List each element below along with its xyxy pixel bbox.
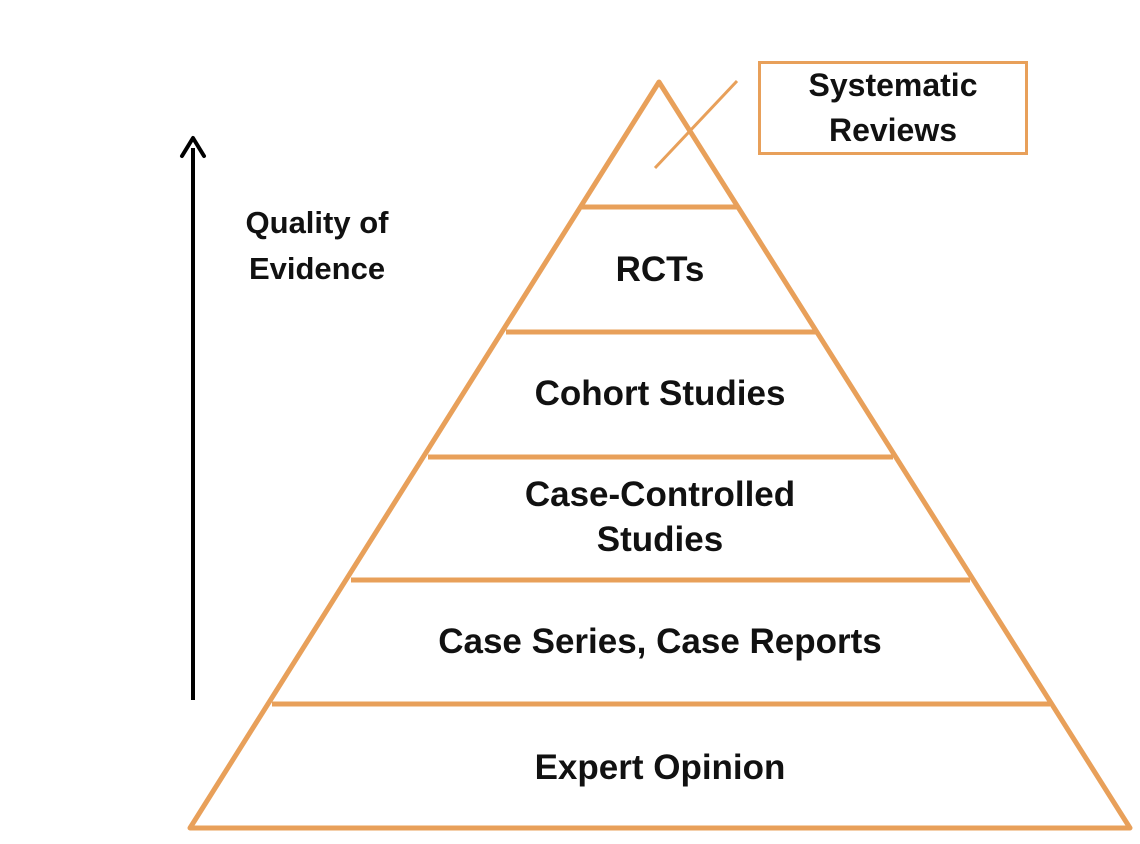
quality-arrow-head-icon bbox=[180, 136, 206, 158]
tier-label-case-series: Case Series, Case Reports bbox=[438, 622, 882, 661]
tier-label-case-controlled-studies: Case-Controlled Studies bbox=[524, 475, 796, 559]
tier-label-rcts: RCTs bbox=[615, 250, 705, 289]
tier-label-cohort-studies: Cohort Studies bbox=[534, 374, 786, 413]
callout-leader-line bbox=[653, 79, 739, 170]
systematic-reviews-callout: Systematic Reviews bbox=[758, 61, 1028, 155]
quality-axis-label: Quality of Evidence bbox=[245, 205, 389, 286]
tier-label-expert-opinion: Expert Opinion bbox=[534, 748, 786, 787]
